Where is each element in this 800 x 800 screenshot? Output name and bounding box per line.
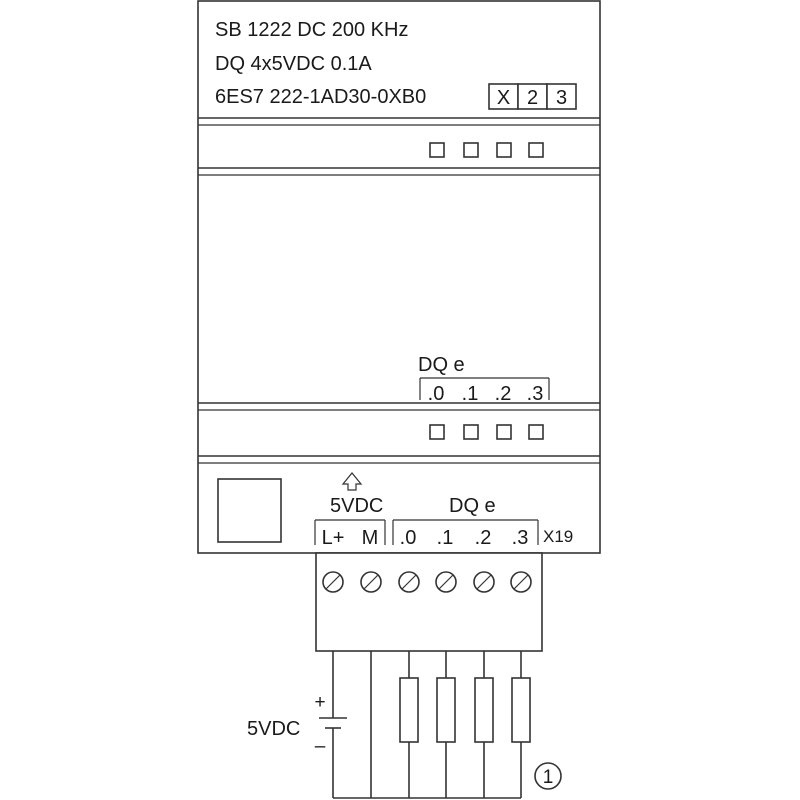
terminal-label-3: .3 bbox=[512, 527, 529, 549]
battery-icon bbox=[319, 717, 347, 729]
slot-marker-3: 3 bbox=[556, 87, 567, 109]
terminal-screw bbox=[435, 571, 457, 593]
supply-label: 5VDC bbox=[330, 495, 383, 517]
load-resistor-3 bbox=[511, 651, 531, 798]
terminal-label-0: .0 bbox=[400, 527, 417, 549]
up-arrow-icon bbox=[341, 472, 363, 491]
terminal-label-2: .2 bbox=[475, 527, 492, 549]
footnote-marker: 1 bbox=[534, 762, 562, 790]
module-title: SB 1222 DC 200 KHz bbox=[215, 19, 408, 41]
terminal-block bbox=[315, 552, 543, 652]
terminal-screw bbox=[473, 571, 495, 593]
terminal-screw bbox=[510, 571, 532, 593]
terminal-screw bbox=[322, 571, 344, 593]
slot-marker-2: 2 bbox=[527, 87, 538, 109]
load-resistor-0 bbox=[399, 651, 419, 798]
resistor-icon bbox=[511, 677, 531, 743]
slot-marker-x: X bbox=[497, 87, 510, 109]
terminal-label-lplus: L+ bbox=[322, 527, 345, 549]
load-resistor-1 bbox=[436, 651, 456, 798]
label-window bbox=[217, 478, 282, 543]
led-row-top bbox=[429, 142, 544, 158]
order-number: 6ES7 222-1AD30-0XB0 bbox=[215, 86, 426, 108]
source-label: 5VDC bbox=[247, 718, 300, 740]
load-resistor-2 bbox=[474, 651, 494, 798]
status-led bbox=[528, 142, 544, 158]
connector-label-area: 5VDC DQ e L+ M .0 .1 .2 .3 X19 bbox=[217, 472, 573, 549]
slot-marker-box bbox=[488, 83, 519, 110]
terminal-screw bbox=[398, 571, 420, 593]
status-led bbox=[463, 424, 479, 440]
status-led bbox=[429, 424, 445, 440]
status-led bbox=[496, 142, 512, 158]
plus-sign: + bbox=[314, 692, 325, 713]
led-channel-label: .3 bbox=[527, 383, 544, 405]
footnote-number: 1 bbox=[543, 767, 554, 788]
output-group-label: DQ e bbox=[449, 495, 496, 517]
slot-markers: X 2 3 bbox=[488, 83, 577, 110]
module-spec: DQ 4x5VDC 0.1A bbox=[215, 53, 372, 75]
status-led bbox=[429, 142, 445, 158]
resistor-icon bbox=[436, 677, 456, 743]
led-channel-label: .2 bbox=[495, 383, 512, 405]
status-led bbox=[496, 424, 512, 440]
led-channel-label: .1 bbox=[462, 383, 479, 405]
slot-marker-box bbox=[546, 83, 577, 110]
resistor-icon bbox=[399, 677, 419, 743]
led-channel-labels: DQ e .0 .1 .2 .3 bbox=[418, 354, 550, 405]
connector-id: X19 bbox=[543, 527, 573, 546]
terminal-label-1: .1 bbox=[437, 527, 454, 549]
led-group-label: DQ e bbox=[418, 354, 465, 376]
external-wiring: + – 5VDC 1 bbox=[247, 651, 562, 799]
status-led bbox=[528, 424, 544, 440]
led-channel-label: .0 bbox=[428, 383, 445, 405]
status-led bbox=[463, 142, 479, 158]
resistor-icon bbox=[474, 677, 494, 743]
minus-sign: – bbox=[315, 736, 326, 757]
module-header: SB 1222 DC 200 KHz DQ 4x5VDC 0.1A 6ES7 2… bbox=[215, 19, 426, 108]
terminal-label-m: M bbox=[362, 527, 379, 549]
terminal-screw bbox=[360, 571, 382, 593]
led-row-bottom bbox=[429, 424, 544, 440]
